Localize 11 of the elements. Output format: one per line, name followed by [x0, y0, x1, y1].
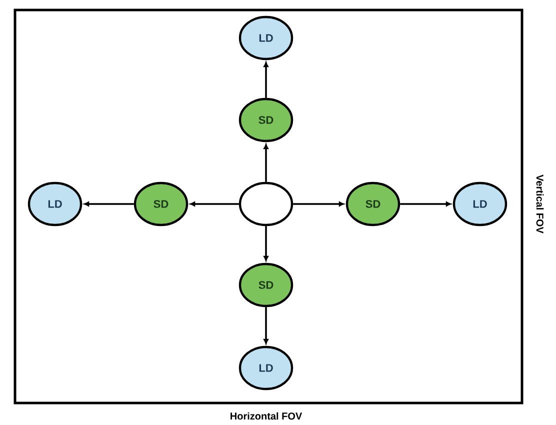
arrow: [264, 226, 268, 262]
arrow: [264, 62, 268, 98]
axis-label: Horizontal FOV: [230, 412, 302, 420]
empty-circle: [238, 182, 294, 226]
arrow: [293, 202, 344, 206]
arrow: [400, 202, 452, 206]
arrow: [264, 144, 268, 182]
arrow: [190, 202, 239, 206]
axis-label: Vertical FOV: [536, 174, 544, 234]
arrow: [264, 307, 268, 344]
arrow: [84, 202, 134, 206]
